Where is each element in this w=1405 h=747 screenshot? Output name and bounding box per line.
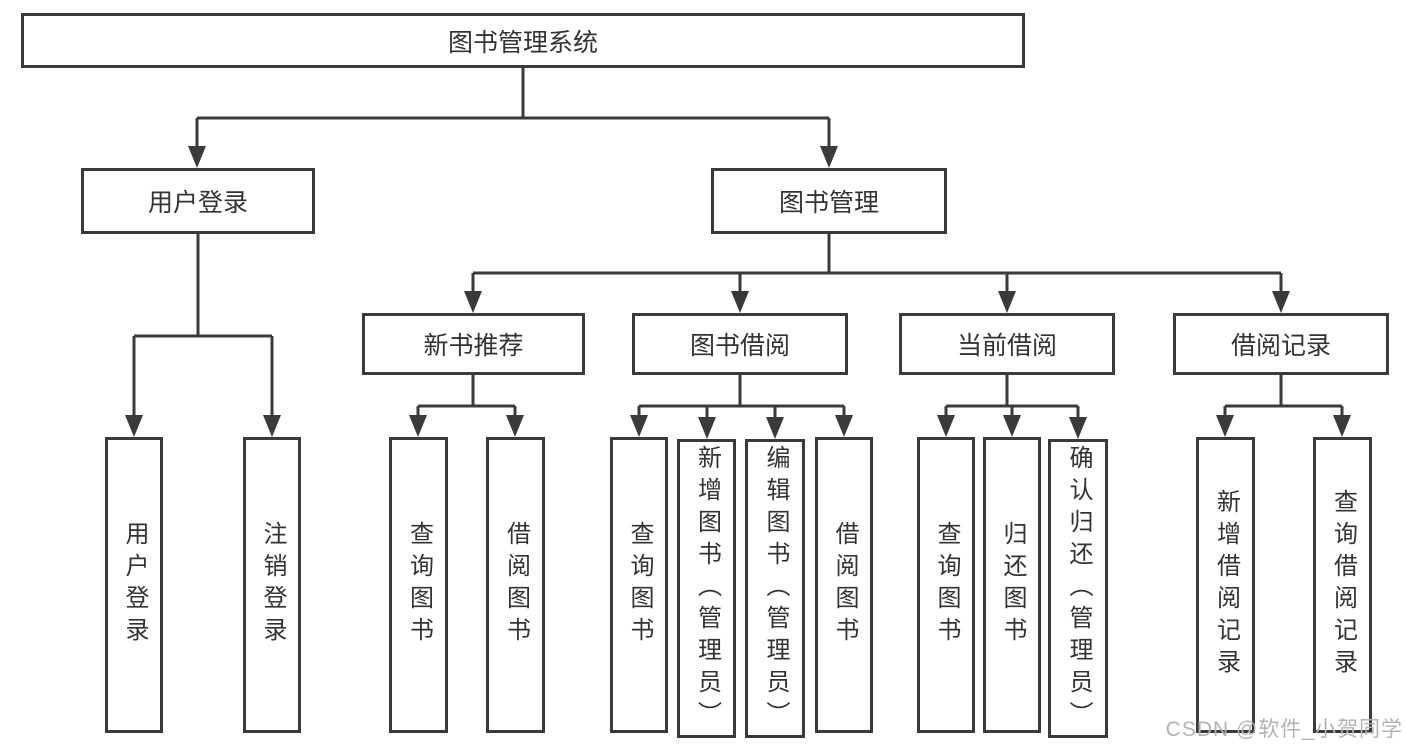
node-leaf-user-login: 用户登录 <box>105 437 163 733</box>
connector-borrow-to-children <box>630 375 853 439</box>
node-leaf-confirm-return-admin: 确认归还（管理员） <box>1048 439 1108 738</box>
node-leaf-borrow-books-1: 借阅图书 <box>486 437 545 733</box>
node-borrowing-records: 借阅记录 <box>1173 313 1389 375</box>
node-system-root: 图书管理系统 <box>21 13 1025 68</box>
node-leaf-query-borrow-record: 查询借阅记录 <box>1313 437 1372 733</box>
node-book-borrowing: 图书借阅 <box>632 313 848 375</box>
node-user-login: 用户登录 <box>81 168 315 234</box>
connector-current-to-children <box>937 375 1087 439</box>
node-leaf-add-borrow-record: 新增借阅记录 <box>1196 437 1255 733</box>
node-current-borrowing: 当前借阅 <box>899 313 1115 375</box>
node-leaf-edit-books-admin: 编辑图书（管理员） <box>745 439 805 738</box>
node-leaf-query-books-1: 查询图书 <box>389 437 448 733</box>
node-book-management: 图书管理 <box>711 168 947 234</box>
node-leaf-query-books-3: 查询图书 <box>917 437 975 733</box>
connector-records-to-children <box>1216 375 1351 437</box>
node-leaf-logout: 注销登录 <box>243 437 301 733</box>
connector-newbooks-to-children <box>409 375 524 437</box>
csdn-watermark: CSDN @软件_小贺同学 <box>1165 718 1403 741</box>
node-new-book-recommend: 新书推荐 <box>362 313 585 375</box>
connector-root-to-level2 <box>188 68 838 168</box>
node-leaf-query-books-2: 查询图书 <box>610 437 668 733</box>
node-leaf-return-books: 归还图书 <box>983 437 1041 733</box>
node-leaf-add-books-admin: 新增图书（管理员） <box>677 439 736 738</box>
node-leaf-borrow-books-2: 借阅图书 <box>815 437 873 733</box>
connector-userlogin-to-children <box>125 234 281 437</box>
connector-bookmgmt-to-level3 <box>464 234 1290 313</box>
